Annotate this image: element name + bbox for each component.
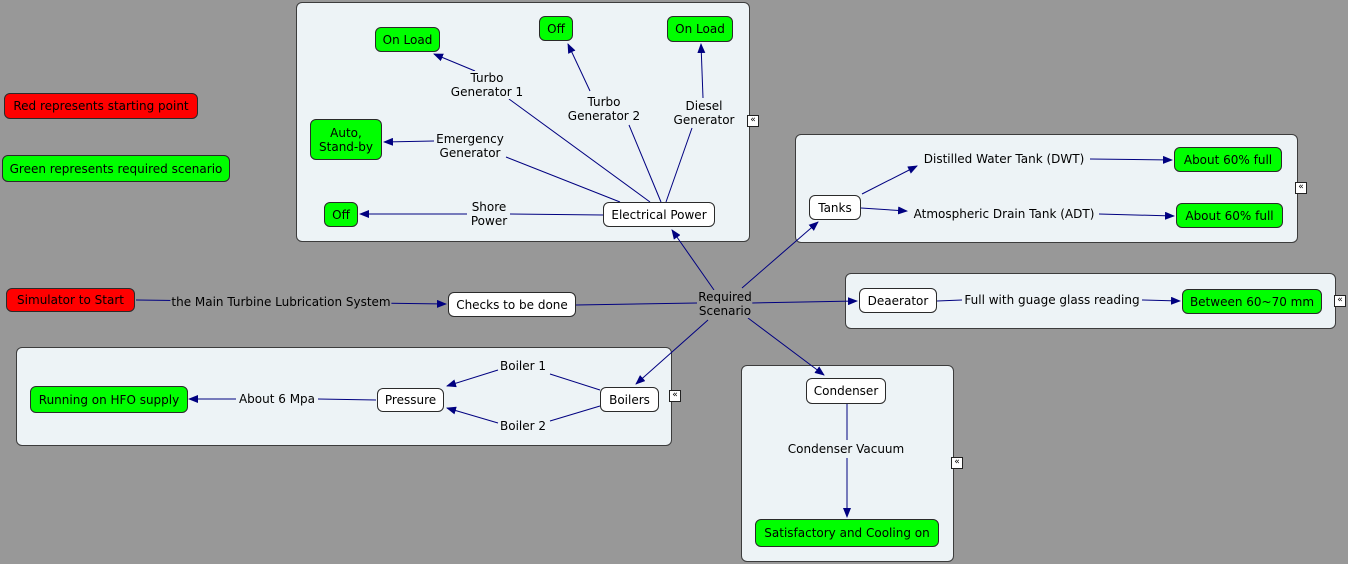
eg-label: Emergency Generator (435, 132, 505, 160)
required-scenario-node[interactable]: Required Scenario (697, 290, 753, 318)
link-label-main-turbine: the Main Turbine Lubrication System (170, 295, 392, 309)
legend-green: Green represents required scenario (2, 155, 230, 182)
tanks-collapse-icon[interactable]: « (1295, 182, 1307, 194)
dg-label: Diesel Generator (672, 99, 736, 127)
start-node[interactable]: Simulator to Start (6, 288, 135, 312)
adt-state[interactable]: About 60% full (1176, 203, 1283, 228)
electrical-collapse-icon[interactable]: « (747, 115, 759, 127)
tg1-label: Turbo Generator 1 (449, 71, 525, 99)
boilers-node[interactable]: Boilers (600, 387, 659, 412)
boiler1-label: Boiler 1 (498, 359, 548, 373)
legend-red: Red represents starting point (4, 93, 198, 119)
deaerator-collapse-icon[interactable]: « (1334, 295, 1346, 307)
dg-state[interactable]: On Load (667, 16, 733, 42)
condenser-collapse-icon[interactable]: « (951, 457, 963, 469)
condenser-node[interactable]: Condenser (806, 378, 886, 404)
shore-state[interactable]: Off (324, 202, 358, 227)
eg-state[interactable]: Auto, Stand-by (310, 119, 382, 160)
deaerator-node[interactable]: Deaerator (859, 288, 937, 313)
pressure-node[interactable]: Pressure (377, 388, 444, 412)
adt-label: Atmospheric Drain Tank (ADT) (912, 207, 1096, 221)
checks-node[interactable]: Checks to be done (448, 292, 576, 317)
condenser-state[interactable]: Satisfactory and Cooling on (755, 519, 939, 547)
tg2-label: Turbo Generator 2 (566, 95, 642, 123)
boilers-collapse-icon[interactable]: « (669, 390, 681, 402)
shore-label: Shore Power (469, 200, 509, 228)
dwt-state[interactable]: About 60% full (1174, 147, 1282, 172)
hfo-state[interactable]: Running on HFO supply (30, 386, 188, 413)
deaerator-state[interactable]: Between 60~70 mm (1182, 289, 1322, 314)
condenser-vacuum-label: Condenser Vacuum (786, 442, 906, 456)
deaerator-label: Full with guage glass reading (963, 293, 1141, 307)
electrical-power-node[interactable]: Electrical Power (603, 202, 715, 227)
boiler2-label: Boiler 2 (498, 419, 548, 433)
tg1-state[interactable]: On Load (375, 27, 440, 52)
tg2-state[interactable]: Off (539, 16, 573, 41)
tanks-node[interactable]: Tanks (809, 195, 861, 220)
pressure-value-label: About 6 Mpa (237, 392, 317, 406)
dwt-label: Distilled Water Tank (DWT) (922, 152, 1086, 166)
